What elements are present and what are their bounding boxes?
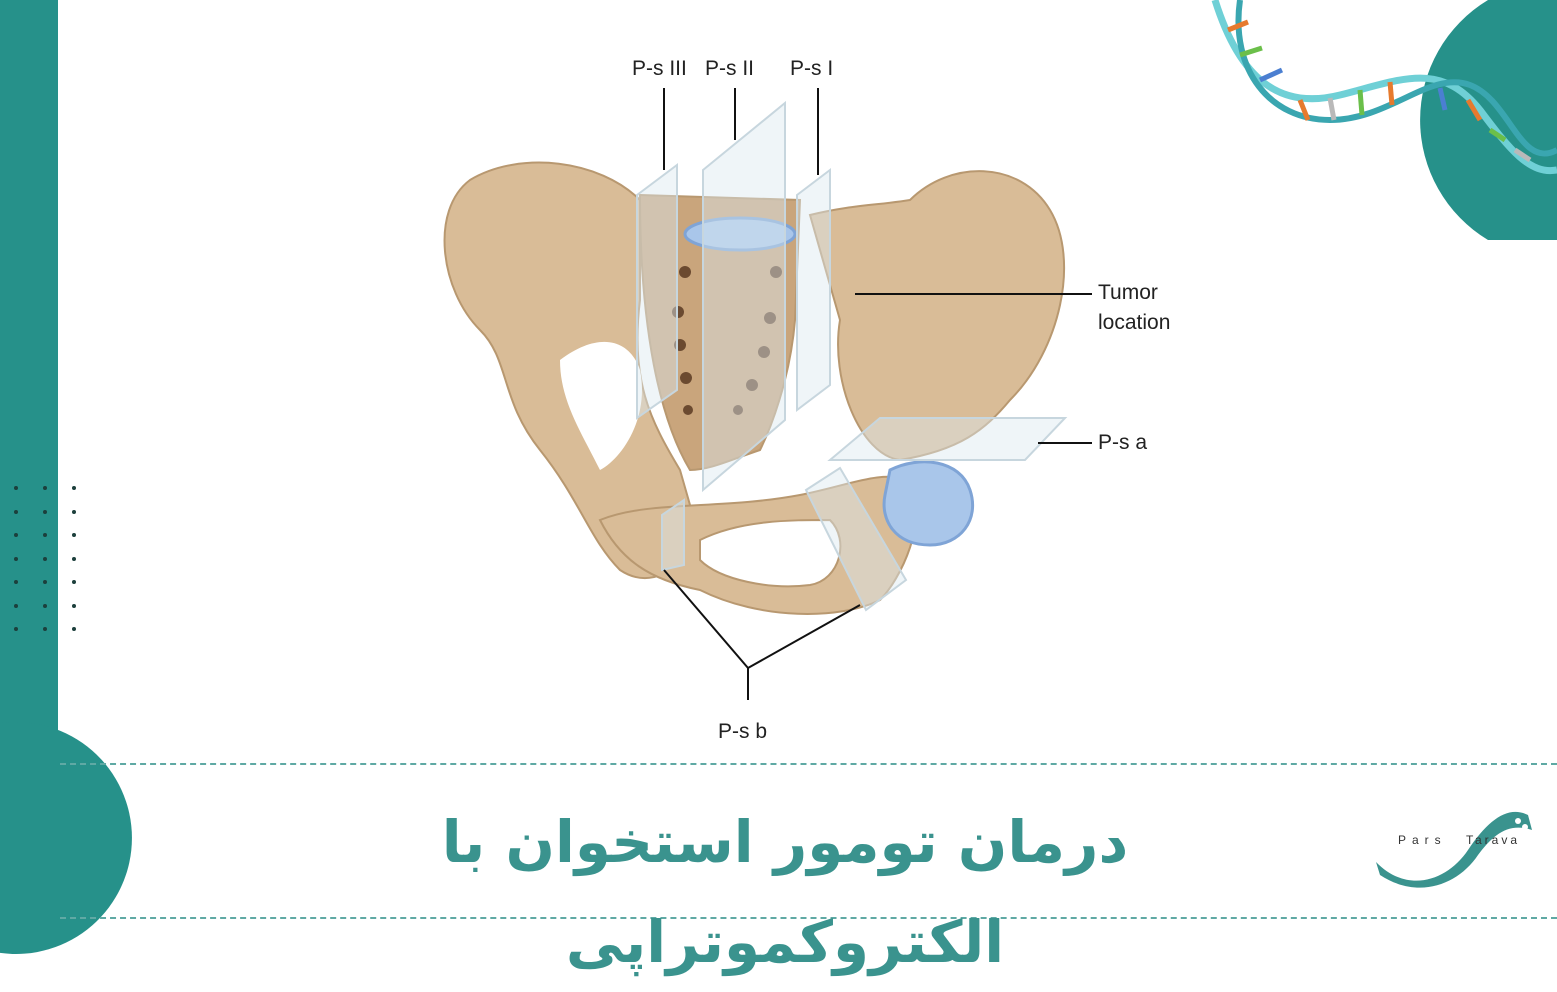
label-ps-ii: P-s II xyxy=(705,57,755,80)
pelvis-illustration xyxy=(443,88,1092,700)
left-accent-bar xyxy=(0,0,58,760)
divider-bottom xyxy=(60,917,1557,919)
label-ps-a: P-s a xyxy=(1098,431,1148,454)
banner-title: درمان تومور استخوان با الکتروکموتراپی xyxy=(441,808,1129,976)
label-tumor-line2: location xyxy=(1098,311,1171,334)
label-ps-b: P-s b xyxy=(718,720,768,743)
dna-helix-graphic xyxy=(1211,0,1557,175)
pars-tarava-logo: Pars Tarava xyxy=(1368,800,1543,890)
dot-grid-decoration xyxy=(14,486,101,651)
label-ps-iii: P-s III xyxy=(632,57,687,80)
label-tumor-line1: Tumor xyxy=(1098,281,1158,304)
logo-text-tarava: Tarava xyxy=(1466,833,1521,847)
bottom-left-circle xyxy=(0,722,132,954)
sacral-disc xyxy=(683,216,797,252)
logo-text-pars: Pars xyxy=(1398,833,1447,847)
divider-top xyxy=(60,763,1557,765)
tumor xyxy=(882,460,975,547)
label-ps-i: P-s I xyxy=(790,57,834,80)
